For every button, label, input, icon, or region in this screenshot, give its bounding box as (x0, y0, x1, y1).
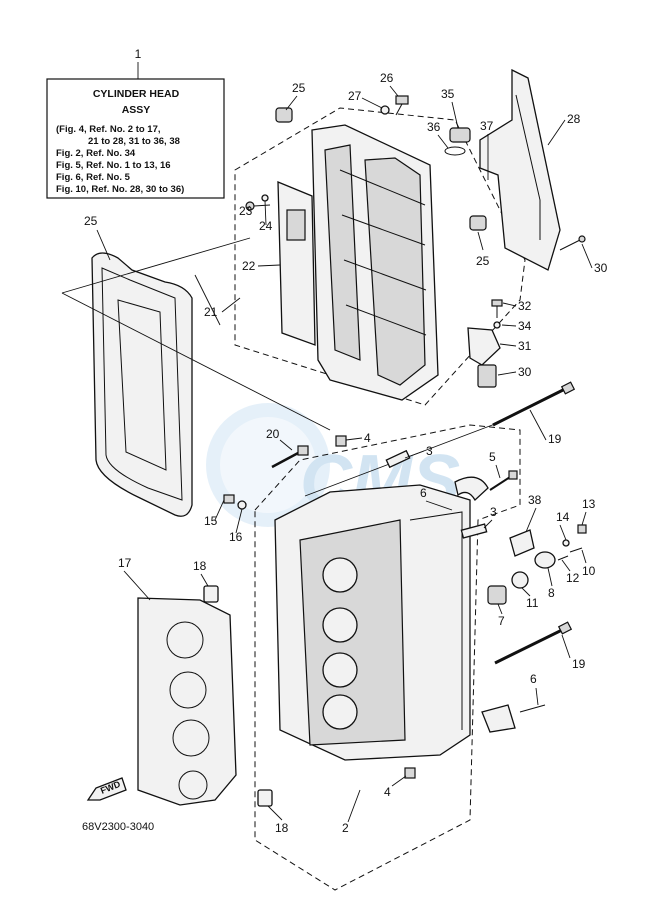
holder-9 (534, 551, 556, 569)
callout: 30 (594, 261, 608, 275)
mounting-bracket (479, 68, 561, 271)
lower-assembly-outline (254, 424, 521, 891)
dowel-pin-3-lower (460, 523, 488, 539)
callout: 18 (275, 821, 289, 835)
callout: 30 (518, 365, 532, 379)
info-box-line: 21 to 28, 31 to 36, 38 (88, 136, 180, 147)
valve-cover-gasket (91, 252, 193, 517)
callout: 2 (342, 821, 349, 835)
leader-lines (96, 85, 593, 823)
plug-25-upper (275, 107, 293, 123)
callout: 11 (526, 596, 539, 610)
assembly-info-box: 1 CYLINDER HEAD ASSY (Fig. 4, Ref. No. 2… (46, 47, 225, 199)
callout: 4 (384, 785, 391, 799)
washer-28 (380, 105, 390, 115)
callout-1: 1 (135, 47, 142, 61)
callout: 6 (530, 672, 537, 686)
callout: 7 (498, 614, 505, 628)
callout: 32 (518, 299, 532, 313)
callout: 19 (548, 432, 562, 446)
bolt-13 (577, 524, 587, 534)
callout: 21 (204, 305, 218, 319)
bolt-5 (489, 470, 518, 491)
bolt-20 (271, 445, 309, 469)
bolt-11 (557, 555, 569, 561)
cylinder-head-cover (311, 124, 439, 401)
washer-14 (562, 539, 570, 547)
callout: 12 (566, 571, 580, 585)
info-box-title-1: CYLINDER HEAD (93, 88, 180, 100)
oil-cap-35 (449, 127, 471, 143)
bolt-30 (559, 235, 586, 251)
long-bolt-upper (492, 381, 576, 427)
callout: 35 (441, 87, 455, 101)
callout: 14 (556, 510, 570, 524)
long-bolt-lower (494, 621, 573, 665)
callout: 27 (348, 89, 362, 103)
callout: 19 (572, 657, 586, 671)
washer-34 (493, 321, 501, 329)
upper-assembly-outline (234, 107, 526, 406)
callout: 16 (229, 530, 243, 544)
fwd-arrow-icon: FWD (86, 777, 127, 801)
callout: 18 (193, 559, 207, 573)
plug-25-lower (469, 215, 487, 231)
sensor-32 (467, 327, 501, 366)
info-box-title-2: ASSY (122, 104, 151, 116)
info-box-line: Fig. 6, Ref. No. 5 (56, 172, 131, 183)
callout: 3 (490, 505, 497, 519)
cover-plate (277, 181, 316, 346)
bolt-27 (395, 95, 409, 116)
bracket-7 (481, 704, 546, 733)
callout: 13 (582, 497, 596, 511)
callout-labels: 25 25 26 27 35 36 37 28 23 24 22 25 30 2… (84, 71, 608, 835)
bolt-15 (223, 494, 235, 504)
bolt-33 (491, 299, 503, 318)
callout: 22 (242, 259, 256, 273)
callout: 38 (528, 493, 542, 507)
dowel-18-lower (257, 789, 273, 807)
callout: 28 (567, 112, 581, 126)
callout: 25 (476, 254, 490, 268)
callout: 34 (518, 319, 532, 333)
callout: 24 (259, 219, 273, 233)
callout: 5 (489, 450, 496, 464)
plug-4-upper (335, 435, 347, 447)
cylinder-head (274, 484, 471, 761)
cap-8 (487, 585, 507, 605)
callout: 20 (266, 427, 280, 441)
washer-24 (261, 194, 269, 202)
sensor-31 (477, 364, 497, 388)
info-box-line: (Fig. 4, Ref. No. 2 to 17, (56, 124, 161, 135)
dowel-18-upper (203, 585, 219, 603)
info-box-line: Fig. 5, Ref. No. 1 to 13, 16 (56, 160, 171, 171)
callout: 26 (380, 71, 394, 85)
callout: 36 (427, 120, 441, 134)
callout: 37 (480, 119, 494, 133)
bolt-10 (569, 547, 583, 553)
callout: 23 (239, 204, 253, 218)
callout: 15 (204, 514, 218, 528)
callout: 31 (518, 339, 532, 353)
dowel-pin-3-upper (385, 449, 411, 469)
callout: 10 (582, 564, 596, 578)
callout: 3 (426, 444, 433, 458)
callout: 17 (118, 556, 132, 570)
bracket-6 (454, 476, 489, 502)
o-ring-36 (444, 146, 466, 156)
callout: 25 (292, 81, 306, 95)
washer-16 (237, 500, 247, 510)
callout: 25 (84, 214, 98, 228)
sensor-38 (509, 529, 535, 557)
callout: 8 (548, 586, 555, 600)
head-gasket (137, 597, 237, 806)
callout: 6 (420, 486, 427, 500)
plug-4-lower (404, 767, 416, 779)
info-box-line: Fig. 2, Ref. No. 34 (56, 148, 136, 159)
seal-12 (511, 571, 529, 589)
drawing-code: 68V2300-3040 (82, 821, 154, 833)
callout: 4 (364, 431, 371, 445)
info-box-line: Fig. 10, Ref. No. 28, 30 to 36) (56, 184, 184, 195)
